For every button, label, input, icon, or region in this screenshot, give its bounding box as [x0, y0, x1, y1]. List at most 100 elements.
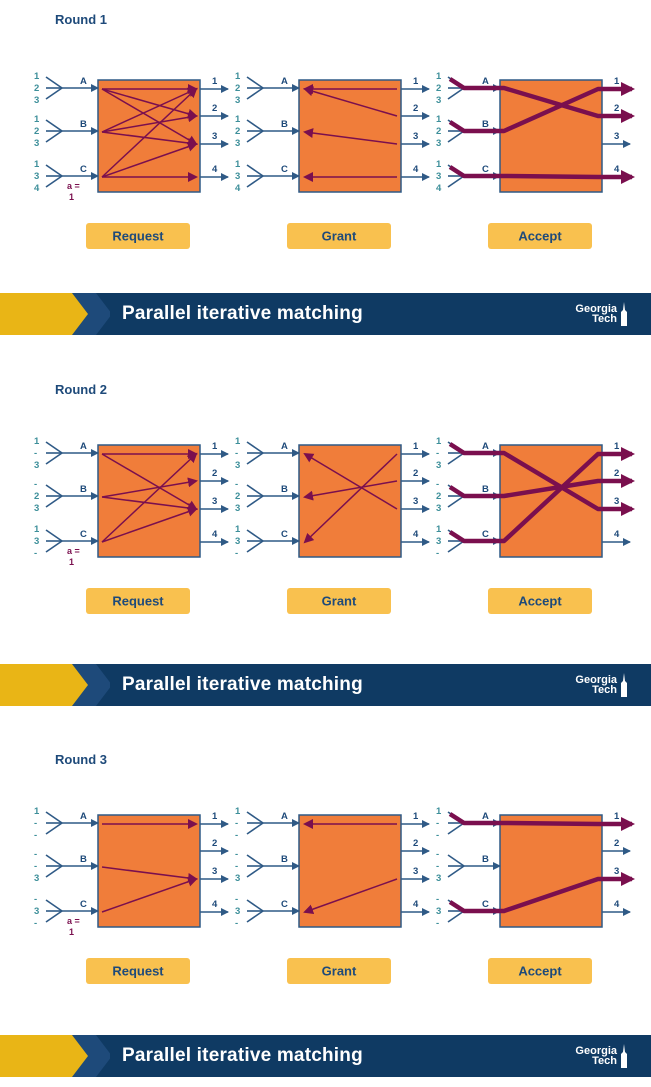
request-number-label: 4	[436, 183, 442, 194]
request-number-label: -	[436, 849, 439, 860]
output-port-label: 1	[413, 811, 419, 822]
output-port-label: 1	[614, 441, 620, 452]
input-fan-line	[45, 822, 63, 835]
request-number-label: -	[235, 479, 238, 490]
request-button[interactable]: Request	[86, 958, 190, 984]
input-port-label: A	[281, 811, 288, 822]
input-fan-line	[246, 441, 264, 454]
request-number-label: -	[34, 818, 37, 829]
request-number-label: 1	[34, 436, 40, 447]
accept-button[interactable]: Accept	[488, 223, 592, 249]
request-number-label: 2	[34, 491, 39, 502]
request-number-label: 1	[34, 806, 40, 817]
request-number-label: 1	[34, 524, 40, 535]
request-number-label: -	[235, 830, 238, 841]
grant-button[interactable]: Grant	[287, 588, 391, 614]
input-fan-line	[246, 854, 264, 867]
input-fan-line	[447, 175, 465, 188]
input-fan-line	[246, 540, 264, 553]
output-port-label: 3	[614, 496, 619, 507]
request-number-label: 1	[436, 436, 442, 447]
output-port-label: 3	[413, 496, 418, 507]
switch-fabric-box	[499, 79, 603, 193]
grant-edge	[303, 128, 398, 145]
switch-fabric-box	[499, 814, 603, 928]
round-title: Round 3	[55, 752, 107, 767]
output-port-label: 4	[614, 529, 620, 540]
input-port-label: B	[281, 854, 288, 865]
switch-fabric-box	[298, 814, 402, 928]
grant-edge	[303, 86, 398, 117]
output-port-label: 4	[614, 899, 620, 910]
annotation-a-label: a =	[67, 181, 80, 191]
request-number-label: -	[34, 448, 37, 459]
request-number-label: 3	[436, 138, 441, 149]
request-number-label: 3	[235, 906, 240, 917]
request-number-label: -	[34, 830, 37, 841]
output-port-label: 3	[614, 131, 619, 142]
output-port-label: 3	[413, 131, 418, 142]
input-fan-line	[246, 175, 264, 188]
request-number-label: -	[235, 861, 238, 872]
accepted-match-path	[448, 165, 635, 184]
input-port-label: A	[482, 441, 489, 452]
input-fan-line	[45, 495, 63, 508]
output-port-label: 2	[212, 103, 217, 114]
output-port-label: 2	[413, 838, 418, 849]
request-number-label: -	[235, 918, 238, 929]
request-number-label: 1	[436, 524, 442, 535]
grant-edge	[303, 452, 398, 510]
request-edge	[101, 453, 198, 511]
request-button[interactable]: Request	[86, 223, 190, 249]
input-fan-line	[246, 822, 264, 835]
accepted-match-path	[448, 442, 635, 516]
annotation-a-value: 1	[69, 557, 74, 567]
accept-button[interactable]: Accept	[488, 958, 592, 984]
output-port-label: 1	[212, 811, 218, 822]
grant-edge	[303, 878, 398, 915]
input-port-label: C	[281, 899, 288, 910]
input-fan-line	[45, 76, 63, 89]
annotation-a-value: 1	[69, 192, 74, 202]
request-number-label: 1	[436, 159, 442, 170]
request-number-label: 2	[436, 126, 441, 137]
request-button[interactable]: Request	[86, 588, 190, 614]
request-number-label: -	[436, 448, 439, 459]
request-number-label: 3	[34, 460, 39, 471]
input-fan-line	[447, 130, 465, 143]
request-number-label: -	[235, 448, 238, 459]
input-fan-line	[447, 822, 465, 835]
input-fan-line	[246, 865, 264, 878]
input-port-label: B	[281, 119, 288, 130]
input-fan-line	[45, 529, 63, 542]
request-edge	[101, 88, 198, 119]
input-fan-line	[447, 854, 465, 867]
request-number-label: 1	[235, 114, 241, 125]
input-fan-line	[246, 452, 264, 465]
request-number-label: 3	[235, 95, 240, 106]
request-number-label: -	[34, 548, 37, 559]
round-title: Round 2	[55, 382, 107, 397]
output-port-label: 1	[212, 76, 218, 87]
input-port-label: B	[80, 854, 87, 865]
request-number-label: 1	[235, 806, 241, 817]
request-edge	[101, 87, 198, 133]
grant-button[interactable]: Grant	[287, 958, 391, 984]
grant-button[interactable]: Grant	[287, 223, 391, 249]
input-fan-line	[45, 87, 63, 100]
request-number-label: 3	[436, 460, 441, 471]
input-fan-line	[45, 854, 63, 867]
switch-fabric-box	[97, 814, 201, 928]
request-number-label: 2	[235, 126, 240, 137]
accept-button[interactable]: Accept	[488, 588, 592, 614]
request-number-label: 3	[34, 906, 39, 917]
